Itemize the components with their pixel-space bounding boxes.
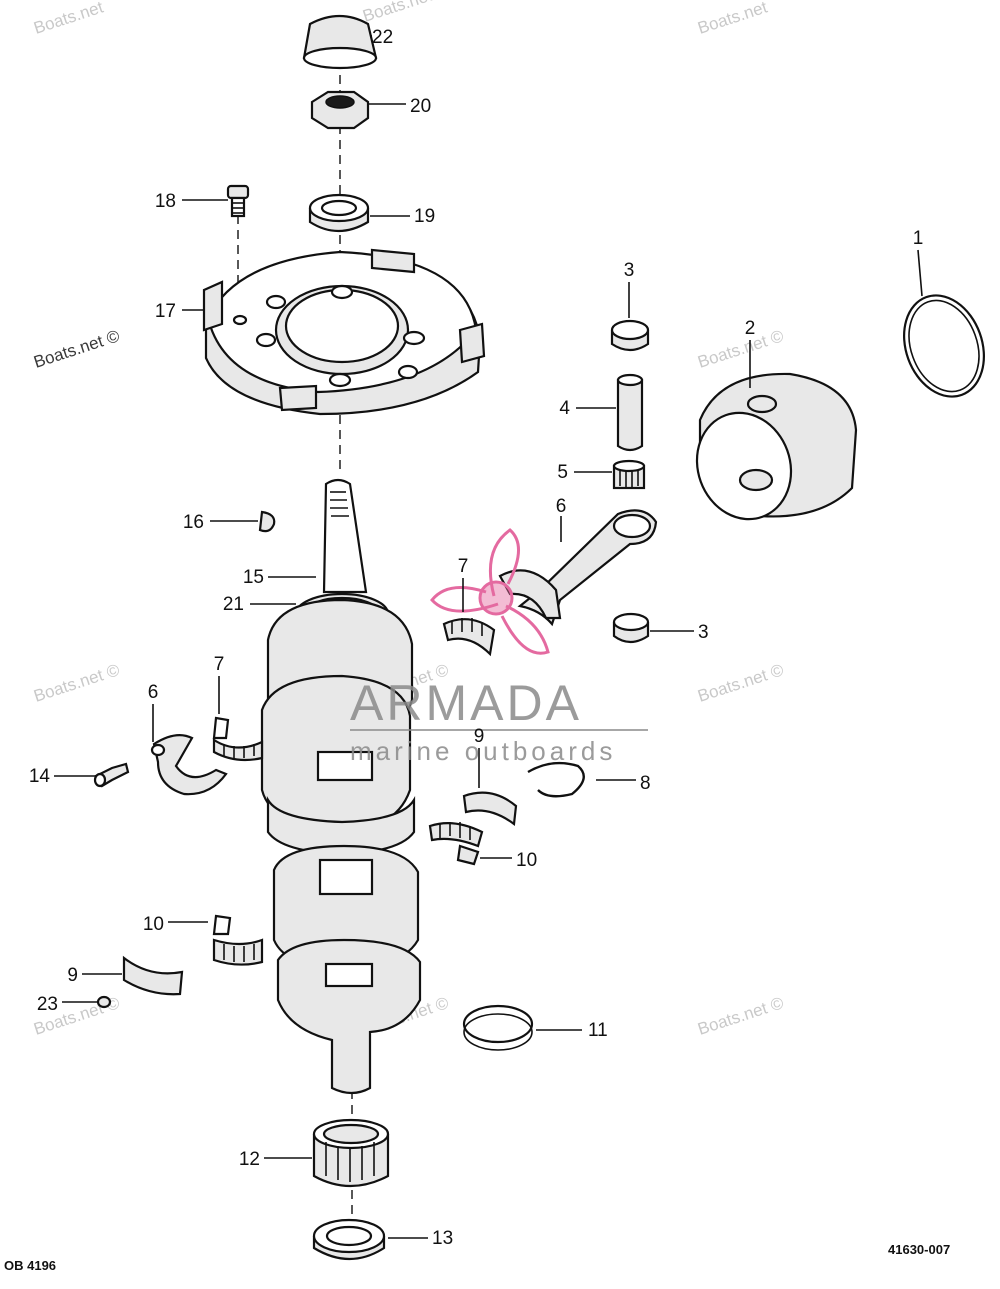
part-needle-cage-left bbox=[212, 914, 264, 966]
brand-name: ARMADA bbox=[350, 675, 582, 731]
watermark: Boats.net bbox=[31, 0, 105, 38]
watermark: Boats.net bbox=[360, 0, 434, 26]
callout-number: 3 bbox=[698, 622, 709, 643]
callout-number: 3 bbox=[624, 260, 635, 281]
part-crankshaft bbox=[260, 478, 422, 1095]
part-rod-cap bbox=[150, 733, 228, 796]
part-thrust-washer bbox=[312, 1218, 386, 1260]
callout-number: 18 bbox=[155, 191, 176, 212]
callout-number: 12 bbox=[239, 1149, 260, 1170]
callout-number: 10 bbox=[143, 914, 164, 935]
callout-number: 10 bbox=[516, 850, 537, 871]
callout-number: 20 bbox=[410, 96, 431, 117]
watermark: Boats.net © bbox=[31, 660, 122, 706]
part-bearing-half-center bbox=[442, 618, 496, 657]
callout-number: 9 bbox=[67, 965, 78, 986]
callout-number: 23 bbox=[37, 994, 58, 1015]
footer-left-code: OB 4196 bbox=[4, 1258, 56, 1273]
callout-layer: 2220191817321456161521737614981010923111… bbox=[29, 27, 923, 1249]
callout-number: 19 bbox=[414, 206, 435, 227]
callout-number: 6 bbox=[148, 682, 159, 703]
callout-number: 8 bbox=[640, 773, 651, 794]
part-nut bbox=[310, 90, 370, 130]
watermark: Boats.net © bbox=[31, 326, 122, 372]
part-seal-ring bbox=[462, 1004, 534, 1051]
part-seal bbox=[308, 193, 370, 232]
callout-number: 7 bbox=[458, 556, 469, 577]
watermark: Boats.net © bbox=[695, 326, 786, 372]
part-needle-bearing bbox=[612, 459, 646, 490]
callout-number: 1 bbox=[913, 228, 924, 249]
brand-tagline: marine outboards bbox=[350, 736, 616, 766]
part-piston bbox=[695, 372, 858, 521]
callout-number: 7 bbox=[214, 654, 225, 675]
part-roller-bearing bbox=[312, 1118, 390, 1187]
callout-number: 16 bbox=[183, 512, 204, 533]
part-cap bbox=[302, 14, 378, 70]
part-ball bbox=[96, 995, 112, 1009]
callout-number: 9 bbox=[474, 726, 485, 747]
callout-number: 2 bbox=[745, 318, 756, 339]
part-piston-ring bbox=[903, 294, 985, 398]
part-rod-bolt bbox=[93, 762, 130, 788]
callout-number: 21 bbox=[223, 594, 244, 615]
part-connecting-rod bbox=[498, 509, 658, 627]
footer-right-code: 41630-007 bbox=[888, 1242, 950, 1257]
watermark: Boats.net bbox=[695, 0, 769, 38]
part-bearing-half-lower-left bbox=[122, 955, 184, 996]
callout-number: 11 bbox=[588, 1020, 608, 1041]
propeller-icon bbox=[430, 528, 550, 655]
callout-leader-line bbox=[917, 249, 923, 297]
callout-number: 17 bbox=[155, 301, 176, 322]
callout-number: 14 bbox=[29, 766, 51, 787]
callout-number: 22 bbox=[372, 27, 393, 48]
callout-number: 13 bbox=[432, 1228, 453, 1249]
watermark: Boats.net © bbox=[695, 993, 786, 1039]
watermark: Boats.net © bbox=[695, 660, 786, 706]
part-screw bbox=[226, 184, 250, 218]
callout-number: 6 bbox=[556, 496, 567, 517]
brand-logo: ARMADA marine outboards bbox=[350, 528, 648, 766]
part-retaining-ring bbox=[527, 761, 585, 798]
part-piston-pin bbox=[616, 373, 644, 452]
part-bearing-half-right bbox=[462, 791, 518, 827]
callout-number: 15 bbox=[243, 567, 264, 588]
callout-number: 4 bbox=[559, 398, 570, 419]
part-key bbox=[258, 510, 276, 533]
part-housing-plate bbox=[202, 248, 486, 416]
part-bearing-half-left bbox=[212, 716, 264, 762]
callout-number: 5 bbox=[557, 462, 568, 483]
part-bushing-lower bbox=[612, 612, 650, 644]
part-needle-cage-right bbox=[428, 821, 484, 866]
part-bushing-top bbox=[610, 319, 650, 352]
